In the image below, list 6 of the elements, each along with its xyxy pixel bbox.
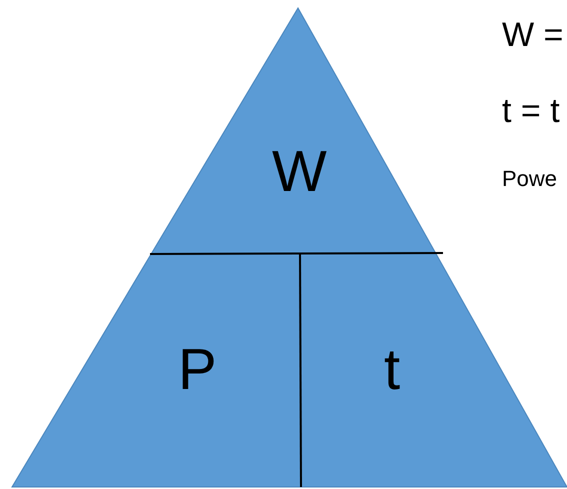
formula-text: W = [502, 18, 564, 52]
formula-letter: t [384, 341, 400, 399]
formula-letter: W [272, 143, 327, 201]
formula-text: Powe [502, 168, 558, 190]
formula-text: t = t [502, 94, 560, 128]
formula-letter: P [178, 341, 217, 399]
